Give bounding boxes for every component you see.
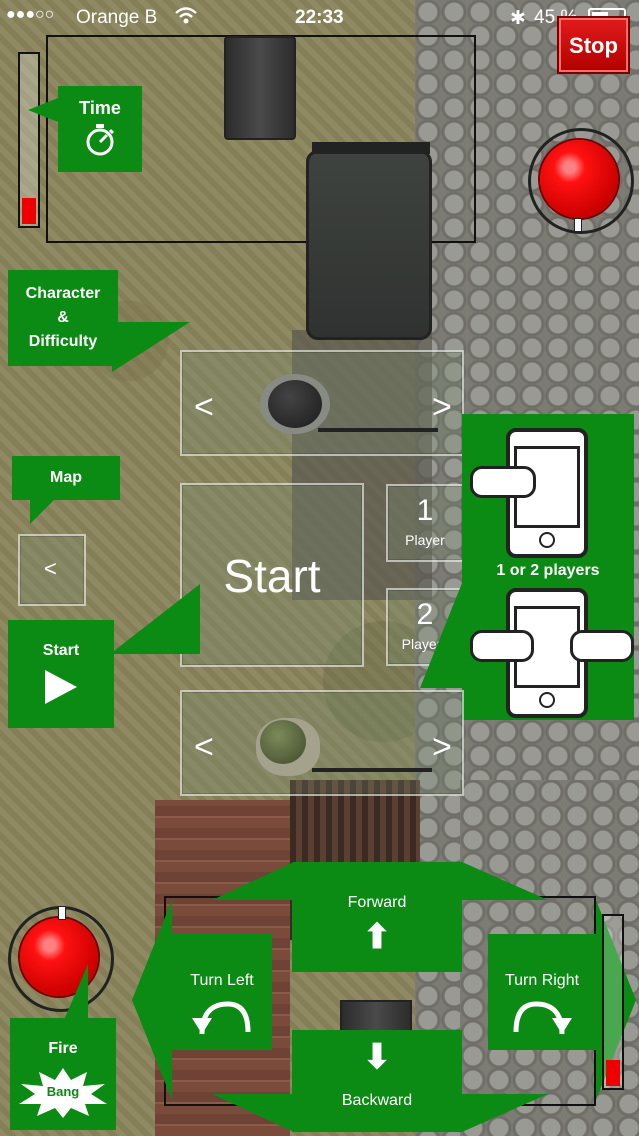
tank-turret-shadow [224,36,296,140]
rotate-left-icon [172,996,272,1041]
fire-callout-pointer [64,964,88,1020]
wifi-icon [174,6,198,32]
backward-control-right-wing [462,1094,548,1132]
time-help-label: Time [79,98,121,118]
character-selector[interactable]: < > [180,350,464,456]
rotate-right-icon [488,996,596,1041]
players-help-label: 1 or 2 players [496,562,600,579]
carrier-name: Orange B [76,7,158,28]
arrow-up-icon: ⬆ [362,918,392,956]
player-two-selector[interactable]: < > [180,690,464,796]
turn-left-button[interactable]: Turn Left [172,934,272,1050]
stop-button[interactable]: Stop [557,16,630,74]
power-bar [602,914,624,1090]
time-help-box: Time [58,86,142,172]
player-two-next-button[interactable]: > [432,728,452,766]
bang-burst-icon: Bang [17,1066,109,1118]
start-help-box: Start [8,620,114,728]
soldier-character [260,366,438,442]
bluetooth-icon: ✱ [510,8,526,29]
one-player-label: Player [405,532,445,548]
forward-control-left-wing [212,862,294,900]
player-two-prev-button[interactable]: < [194,728,214,766]
one-player-number: 1 [416,494,434,527]
fire-help-box: Fire Bang [10,1018,116,1130]
character-help-line2: & [57,309,69,326]
players-help-box: 1 or 2 players [462,414,634,720]
turn-right-label: Turn Right [504,972,580,989]
stop-label: Stop [569,33,618,58]
backward-label: Backward [341,1092,413,1109]
hand-left-icon [470,630,534,662]
fire-help-label: Fire [48,1040,78,1057]
aim-gauge[interactable] [528,128,634,234]
map-help-box: Map [12,456,120,500]
start-callout-pointer [110,584,200,654]
map-callout-pointer [30,500,54,524]
signal-strength: ●●●○○ [6,6,55,23]
start-button-label: Start [223,550,321,602]
start-help-label: Start [42,642,80,659]
bang-label: Bang [46,1084,80,1099]
start-button[interactable]: Start [180,483,364,667]
character-help-line1: Character [25,285,101,302]
character-help-box: Character & Difficulty [8,270,118,366]
clock: 22:33 [295,7,344,28]
character-next-button[interactable]: > [432,388,452,426]
stopwatch-icon [58,123,142,162]
forward-button[interactable]: Forward ⬆ [292,862,462,972]
players-callout-pointer [420,578,464,688]
soldier-helmet-character [252,708,432,784]
enemy-tank [306,150,432,340]
aim-gauge-marker [574,218,582,232]
tank-cannon-mount [312,142,430,154]
backward-button[interactable]: ⬇ Backward [292,1030,462,1132]
fire-gauge-marker [58,906,66,920]
map-help-label: Map [50,469,82,486]
time-bar-fill [22,198,36,224]
character-callout-pointer [112,322,190,372]
hand-right-icon [570,630,634,662]
backward-control-left-wing [212,1094,294,1132]
character-prev-button[interactable]: < [194,388,214,426]
one-player-button[interactable]: 1 Player [386,484,464,562]
hand-pointing-icon [470,466,536,498]
forward-control-right-wing [462,862,548,900]
turn-right-button[interactable]: Turn Right [488,934,596,1050]
turn-left-arrowhead [132,900,172,1100]
status-bar: ●●●○○ Orange B 22:33 ✱ 45 % [0,0,639,36]
time-bar [18,52,40,228]
arrow-down-icon: ⬇ [362,1038,392,1076]
map-prev-button[interactable]: < [44,556,57,581]
forward-label: Forward [347,894,407,911]
play-icon [45,670,77,704]
map-selector[interactable]: < [18,534,86,606]
turn-left-label: Turn Left [190,972,254,989]
aim-button[interactable] [540,140,618,218]
power-bar-fill [606,1060,620,1086]
character-help-line3: Difficulty [28,333,98,350]
time-callout-pointer [28,98,58,122]
